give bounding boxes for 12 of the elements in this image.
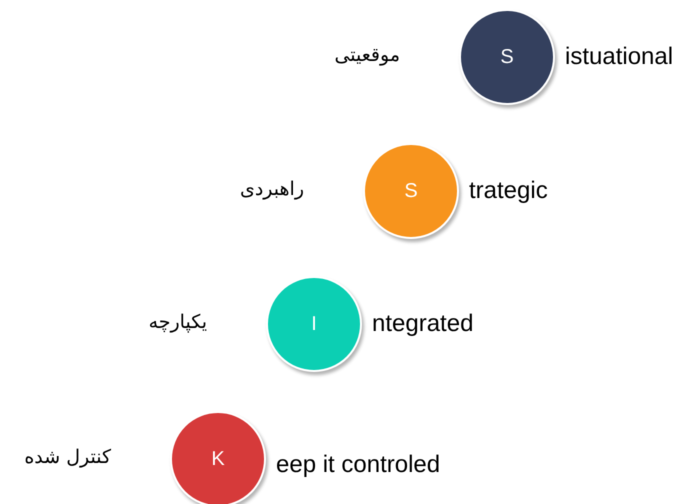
letter-circle: K — [170, 411, 266, 504]
letter-circle: I — [266, 276, 362, 372]
persian-label: یکپارچه — [148, 310, 207, 335]
persian-label: کنترل شده — [24, 445, 111, 470]
word-label: istuational — [565, 43, 674, 71]
word-label: ntegrated — [372, 310, 474, 338]
letter-circle: S — [459, 9, 555, 105]
persian-label: موقعیتی — [334, 43, 400, 68]
letter-circle: S — [363, 143, 459, 239]
persian-label: راهبردی — [240, 177, 304, 202]
word-label: eep it controled — [276, 451, 440, 479]
word-label: trategic — [469, 177, 548, 205]
